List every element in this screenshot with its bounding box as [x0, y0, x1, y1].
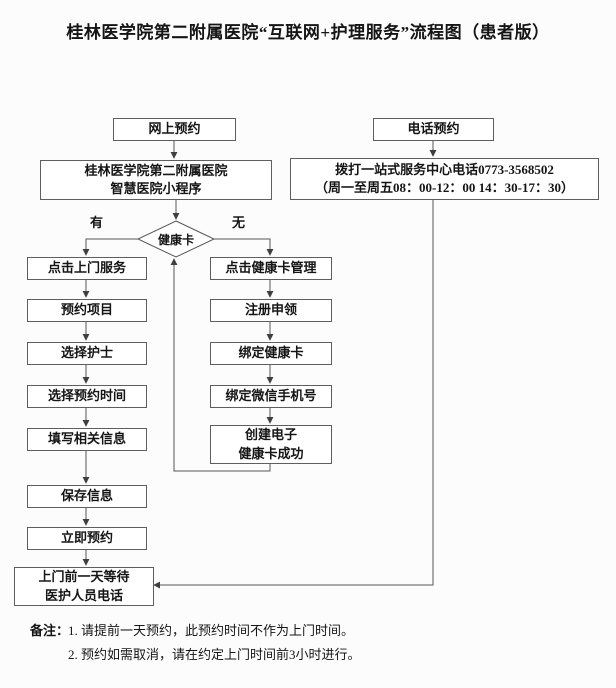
node-bind-wechat-phone-label: 绑定微信手机号 — [225, 388, 317, 404]
note-item-2: 2. 预约如需取消，请在约定上门时间前3小时进行。 — [68, 647, 361, 662]
node-bind-health-card: 绑定健康卡 — [210, 342, 332, 365]
node-phone-detail-line1: 拨打一站式服务中心电话0773-3568502 — [335, 161, 554, 177]
node-miniprogram-line2: 智慧医院小程序 — [110, 181, 202, 196]
node-card-created-line2: 健康卡成功 — [238, 445, 304, 461]
node-select-nurse-label: 选择护士 — [60, 345, 113, 361]
decision-health-card: 健康卡 — [157, 233, 194, 247]
node-register-apply-label: 注册申领 — [244, 302, 297, 318]
node-click-door-service: 点击上门服务 — [27, 257, 147, 280]
node-online-booking: 网上预约 — [113, 118, 236, 141]
node-card-created-line1: 创建电子 — [244, 427, 297, 443]
node-click-door-service-label: 点击上门服务 — [47, 260, 126, 276]
note-item-1: 1. 请提前一天预约，此预约时间不作为上门时间。 — [68, 623, 355, 638]
node-save-info: 保存信息 — [27, 485, 147, 508]
node-phone-booking: 电话预约 — [373, 118, 494, 141]
node-phone-booking-label: 电话预约 — [407, 121, 460, 137]
node-health-card-management: 点击健康卡管理 — [210, 257, 332, 280]
node-phone-detail-line2: （周一至周五08：00-12：00 14：30-17：30） — [315, 180, 574, 195]
node-save-info-label: 保存信息 — [60, 488, 113, 504]
connector-phone-to-final — [153, 198, 434, 589]
node-booking-items-label: 预约项目 — [60, 302, 113, 318]
node-select-time: 选择预约时间 — [27, 385, 147, 408]
node-phone-detail: 拨打一站式服务中心电话0773-3568502 （周一至周五08：00-12：0… — [290, 158, 599, 200]
node-booking-items: 预约项目 — [27, 299, 147, 322]
node-wait-call: 上门前一天等待 医护人员电话 — [14, 567, 154, 606]
page-title: 桂林医学院第二附属医院“互联网+护理服务”流程图（患者版） — [66, 23, 550, 42]
node-select-nurse: 选择护士 — [27, 342, 147, 365]
node-miniprogram-line1: 桂林医学院第二附属医院 — [84, 162, 228, 178]
node-wait-call-line2: 医护人员电话 — [44, 587, 123, 603]
node-book-now: 立即预约 — [27, 527, 147, 550]
node-fill-info-label: 填写相关信息 — [47, 431, 126, 447]
node-online-booking-label: 网上预约 — [148, 121, 201, 137]
branch-label-no: 无 — [232, 215, 246, 230]
connector-decision-yes-branch — [82, 238, 138, 256]
node-book-now-label: 立即预约 — [60, 530, 113, 546]
node-fill-info: 填写相关信息 — [27, 428, 147, 451]
notes-label: 备注： — [30, 623, 70, 638]
node-wait-call-line1: 上门前一天等待 — [38, 569, 130, 585]
connector-card-created-loopback — [170, 258, 271, 472]
branch-label-yes: 有 — [90, 215, 104, 230]
node-miniprogram: 桂林医学院第二附属医院 智慧医院小程序 — [40, 160, 272, 200]
decision-diamond-shape — [136, 220, 216, 258]
node-register-apply: 注册申领 — [210, 299, 332, 322]
node-select-time-label: 选择预约时间 — [47, 388, 126, 404]
node-health-card-management-label: 点击健康卡管理 — [225, 260, 317, 276]
node-bind-health-card-label: 绑定健康卡 — [238, 345, 304, 361]
node-bind-wechat-phone: 绑定微信手机号 — [210, 385, 332, 408]
connector-decision-no-branch — [214, 238, 274, 256]
node-card-created: 创建电子 健康卡成功 — [210, 425, 332, 464]
